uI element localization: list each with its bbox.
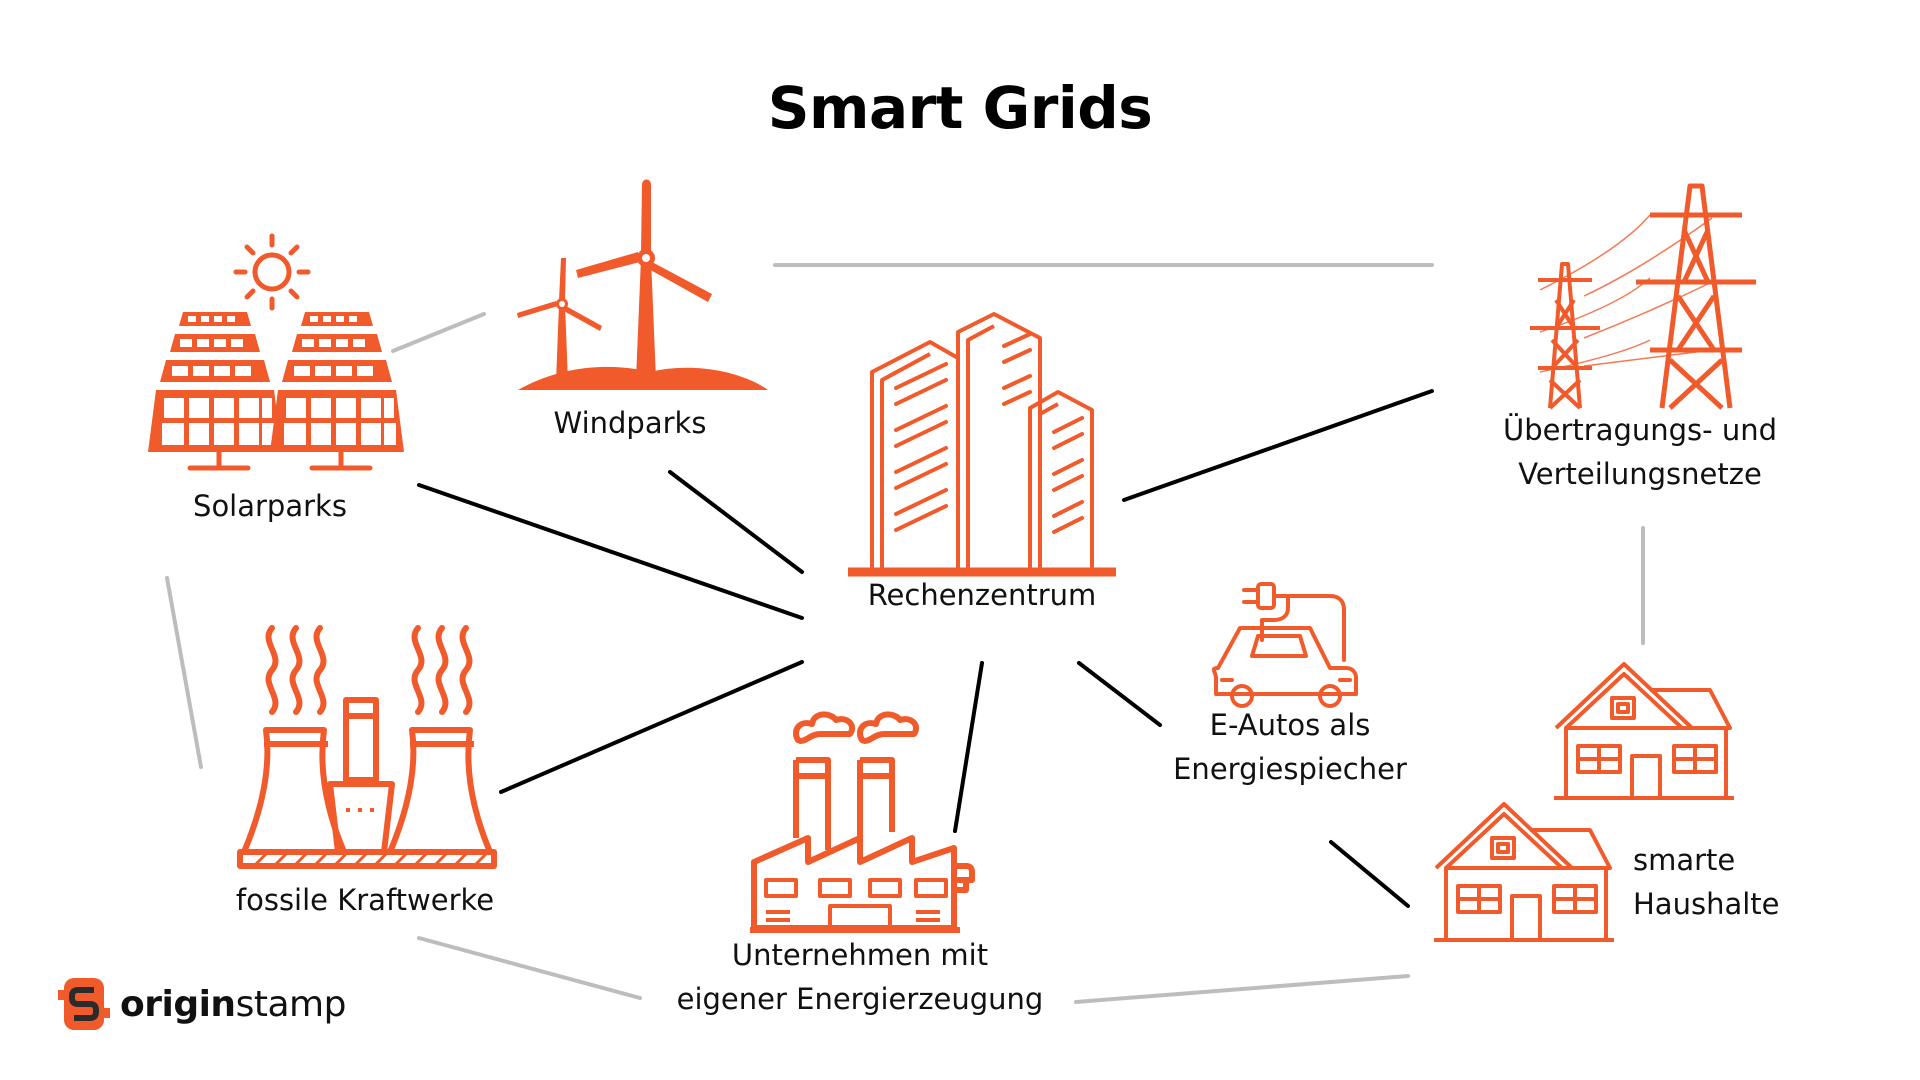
label-haushalte-line2: Haushalte <box>1633 887 1780 921</box>
wind-turbine-icon <box>517 179 768 390</box>
line-unternehmen-hub <box>953 661 984 833</box>
house-icon <box>1434 662 1734 942</box>
line-solar-fossil <box>165 576 203 769</box>
line-fossil-unternehmen <box>417 936 642 1000</box>
label-netze-line1: Übertragungs- und <box>1503 413 1777 447</box>
line-wind-hub <box>668 470 804 574</box>
label-fossile-kraftwerke: fossile Kraftwerke <box>235 883 495 917</box>
data-center-building-icon <box>848 312 1116 577</box>
label-haushalte-line1: smarte <box>1633 843 1736 877</box>
label-unternehmen: Unternehmen mit eigener Energierzeugung <box>640 933 1080 1021</box>
label-haushalte: smarte Haushalte <box>1633 838 1833 926</box>
originstamp-logo: originstamp <box>58 976 346 1032</box>
label-netze-line2: Verteilungsnetze <box>1518 457 1762 491</box>
originstamp-logo-icon <box>58 978 110 1030</box>
logo-wordmark: originstamp <box>120 984 346 1025</box>
line-netze-hub <box>1122 389 1434 502</box>
label-e-autos: E-Autos als Energiespiecher <box>1140 703 1440 791</box>
logo-text-origin: origin <box>120 983 236 1025</box>
electric-car-icon <box>1211 582 1358 708</box>
power-pylon-icon <box>1530 183 1756 410</box>
label-e-autos-line2: Energiespiecher <box>1173 752 1407 786</box>
label-netze: Übertragungs- und Verteilungsnetze <box>1470 408 1810 496</box>
line-eauto-haushalte <box>1329 840 1410 908</box>
label-windparks: Windparks <box>553 406 707 440</box>
line-eauto-hub <box>1077 661 1162 727</box>
line-solar-wind <box>391 312 486 353</box>
line-solar-hub <box>417 483 804 620</box>
page-title: Smart Grids <box>767 74 1153 142</box>
cooling-tower-icon <box>237 625 497 869</box>
label-rechenzentrum: Rechenzentrum <box>867 578 1097 612</box>
solar-panel-icon <box>148 233 404 471</box>
label-solarparks: Solarparks <box>193 489 347 523</box>
label-unternehmen-line1: Unternehmen mit <box>731 938 989 972</box>
line-unternehmen-haushalte <box>1074 974 1410 1004</box>
logo-text-stamp: stamp <box>235 983 347 1025</box>
label-e-autos-line1: E-Autos als <box>1209 708 1371 742</box>
label-unternehmen-line2: eigener Energierzeugung <box>676 982 1044 1016</box>
line-fossil-hub <box>499 660 804 794</box>
factory-icon <box>750 711 975 933</box>
